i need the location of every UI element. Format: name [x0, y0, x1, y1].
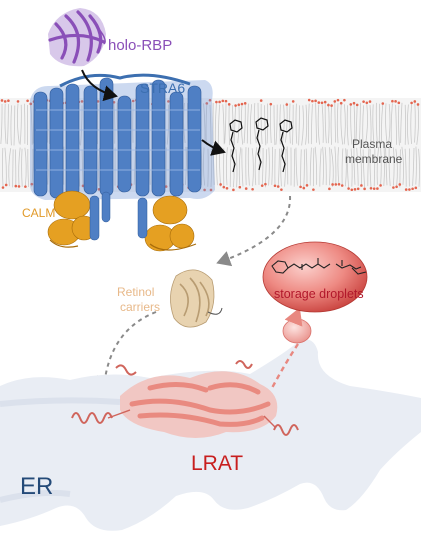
arrow-membrane-to-carriers: [216, 195, 292, 267]
arrow-carriers-to-er: [97, 311, 157, 390]
label-plasma-membrane-line2: membrane: [345, 152, 403, 166]
budding-droplet-icon: [270, 307, 312, 389]
label-plasma-membrane-line1: Plasma: [352, 137, 392, 151]
retinol-carrier-protein-icon: [170, 269, 223, 328]
lrat-enzyme-icon: [71, 360, 299, 438]
arrow-rbp-to-stra6: [81, 69, 118, 102]
holo-rbp-protein-icon: [48, 8, 106, 67]
arrow-stra6-to-membrane: [201, 139, 226, 156]
label-calm: CALM: [22, 206, 55, 220]
retinyl-ester-molecule-icon: [271, 258, 367, 275]
label-holo-rbp: holo-RBP: [108, 37, 172, 54]
label-retinol-carriers-line2: carriers: [120, 300, 160, 314]
label-storage-droplets: storage droplets: [274, 287, 364, 301]
label-er: ER: [20, 473, 53, 500]
label-lrat: LRAT: [191, 452, 243, 475]
stra6-transmembrane-protein-icon: [30, 73, 215, 200]
storage-droplet-icon: [262, 241, 368, 313]
calm-protein-icon: [47, 190, 197, 252]
retinol-molecule-icon: [229, 117, 293, 173]
label-retinol-carriers-line1: Retinol: [117, 285, 154, 299]
label-stra6: STRA6: [140, 80, 185, 96]
